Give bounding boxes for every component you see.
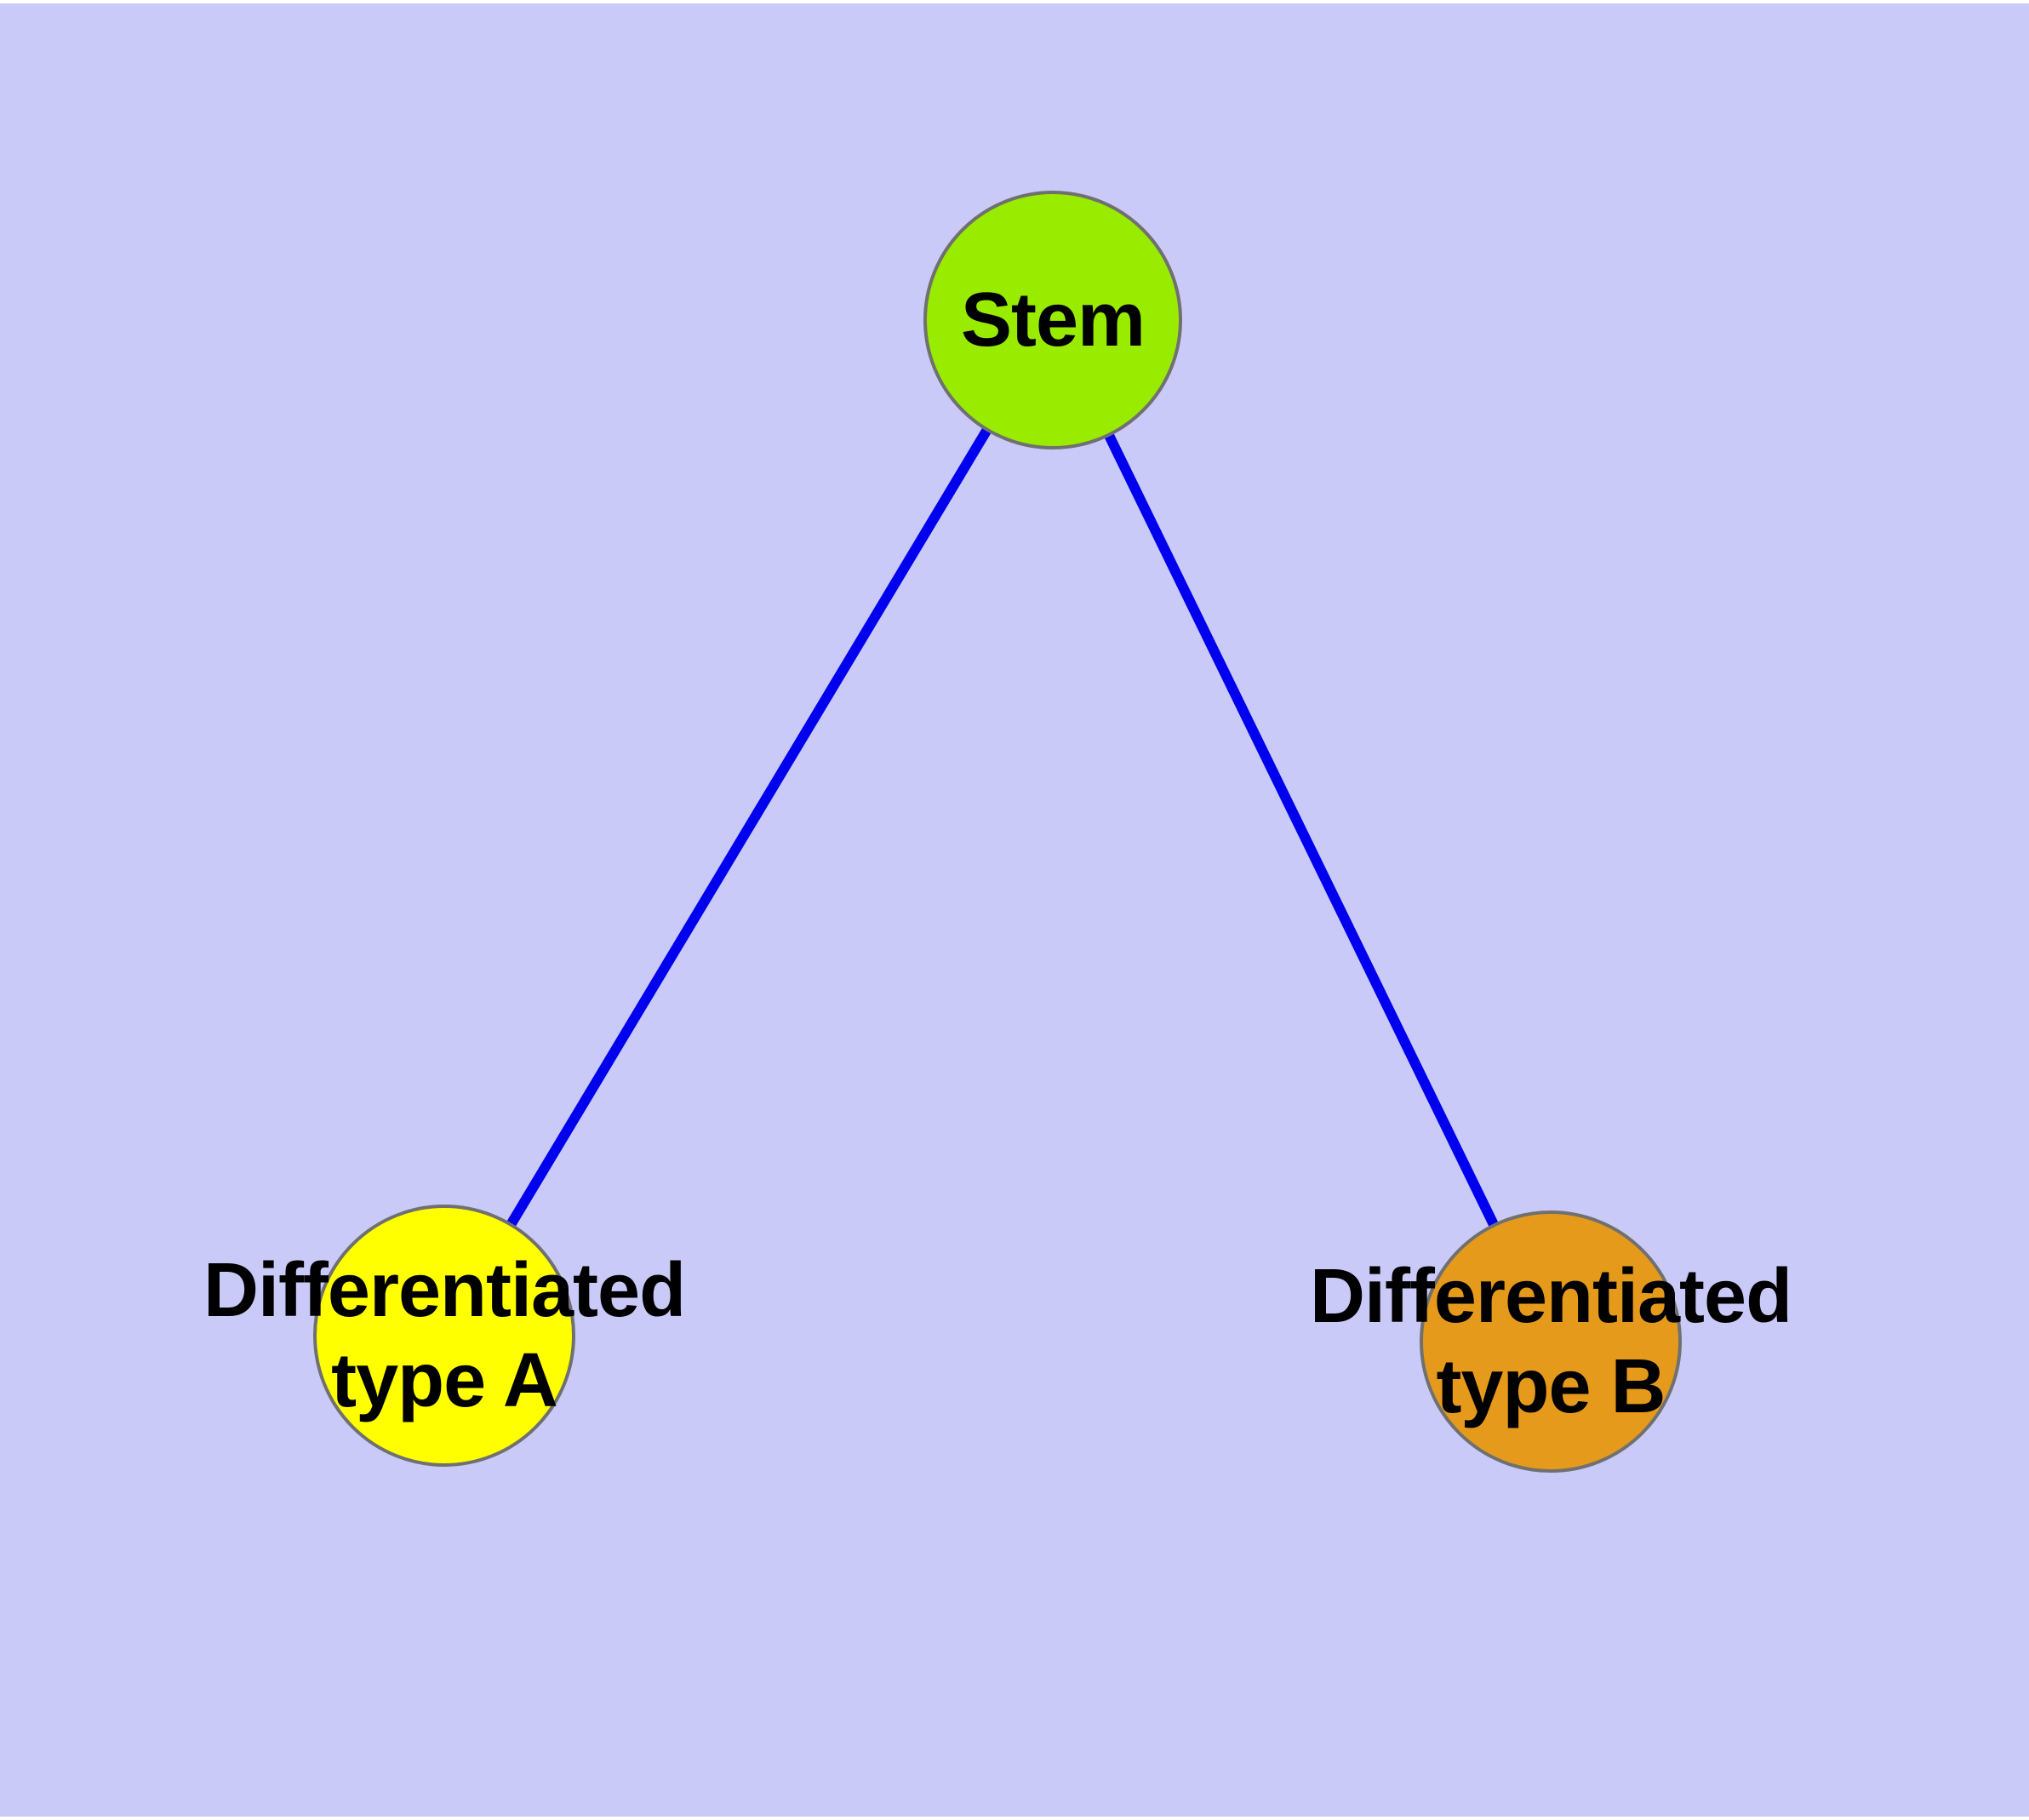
edge-stem-to-type-b bbox=[1048, 318, 1556, 1344]
node-differentiated-type-b-circle bbox=[1420, 1210, 1682, 1473]
graph-svg bbox=[0, 3, 2029, 1817]
node-stem-label: Stem bbox=[960, 277, 1146, 363]
node-differentiated-type-a-circle bbox=[313, 1205, 575, 1467]
node-stem-circle bbox=[923, 191, 1182, 449]
node-differentiated-type-a-label: Differentiated type A bbox=[203, 1247, 686, 1423]
node-differentiated-type-b-label: Differentiated type B bbox=[1309, 1253, 1792, 1429]
diagram-canvas: Stem Differentiated type A Differentiate… bbox=[0, 3, 2029, 1817]
edge-stem-to-type-a bbox=[439, 317, 1058, 1339]
